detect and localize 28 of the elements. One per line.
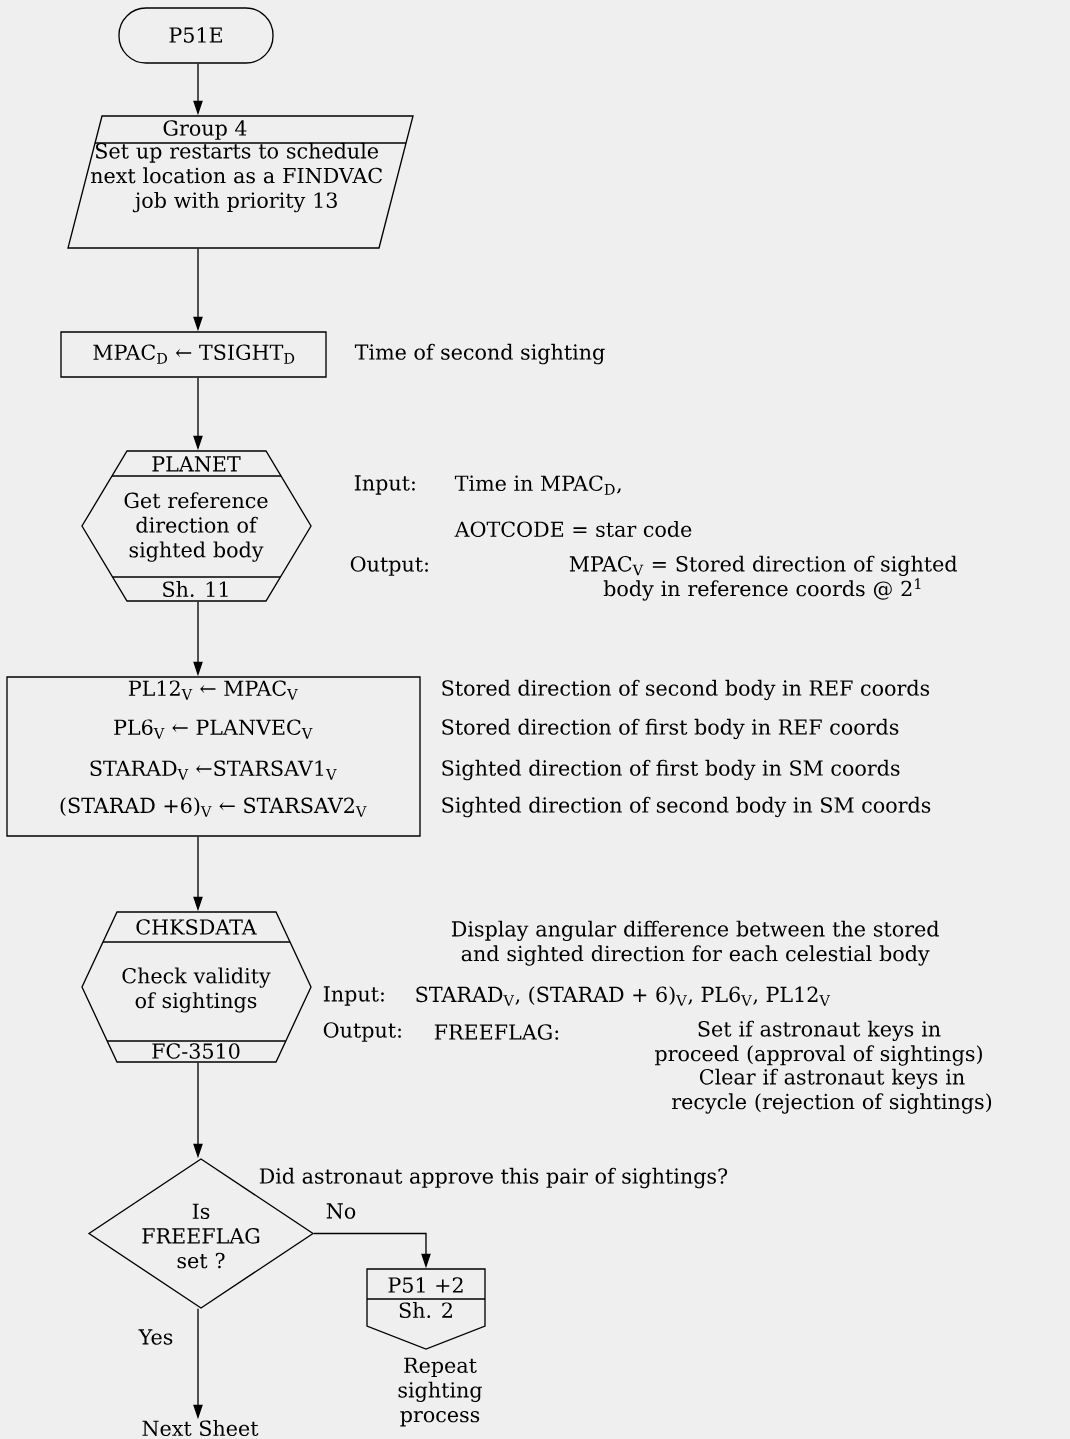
- annotation-text: Output:: [350, 556, 428, 576]
- io-parallelogram: Group 4 Set up restarts to schedule next location as a FINDVAC job with priority 13: [67, 115, 414, 249]
- annotation-text: Repeat sighting process: [398, 1357, 482, 1427]
- annotation-text: Output:: [323, 1022, 401, 1042]
- process-box: PL12$_{V}$ ← MPAC$_{V}$ PL6$_{V}$ ← PLANVEC$_{V}$ STARAD$_{V}$ ←STARSAV1$_{V}$ (STARAD +6)$_{V}$ ← STARSAV2$_{V}$: [6, 676, 421, 837]
- annotation-text: Input:: [323, 986, 384, 1006]
- annotation-text: MPAC$_{V}$ = Stored direction of sighted body in reference coords @ 2$^{1}$: [569, 555, 957, 601]
- annotation-text: Clear if astronaut keys in recycle (rejection of sightings): [672, 1068, 992, 1114]
- edge-label: No: [324, 1202, 358, 1220]
- edge-label: Yes: [137, 1328, 175, 1346]
- subroutine-hexagon: PLANET Get reference direction of sighted body Sh. 11: [81, 450, 312, 602]
- annotation-text: STARAD$_{V}$, (STARAD + 6)$_{V}$, PL6$_{V}$, PL12$_{V}$: [416, 986, 831, 1006]
- annotation-text: Sighted direction of first body in SM coords: [442, 759, 900, 781]
- annotation-text: AOTCODE = star code: [454, 521, 692, 537]
- annotation-text: Set if astronaut keys in proceed (approval of sightings): [654, 1020, 982, 1066]
- annotation-text: FREEFLAG:: [434, 1024, 559, 1040]
- annotation-text: Display angular difference between the stored and sighted direction for each celestial body: [451, 920, 939, 966]
- annotation-text: Stored direction of first body in REF coords: [442, 718, 899, 740]
- annotation-text: Sighted direction of second body in SM coords: [442, 796, 931, 818]
- subroutine-hexagon: CHKSDATA Check validity of sightings FC-3510: [81, 911, 312, 1063]
- annotation-text: Stored direction of second body in REF coords: [442, 679, 930, 701]
- offpage-connector: P51 +2 Sh. 2: [366, 1268, 486, 1350]
- annotation-text: Input:: [354, 475, 415, 495]
- annotation-text: Time of second sighting: [354, 343, 605, 365]
- annotation-text: Did astronaut approve this pair of sightings?: [259, 1167, 728, 1189]
- flow-end-text: Next Sheet: [142, 1420, 259, 1436]
- process-box: MPAC$_{D}$ ← TSIGHT$_{D}$: [60, 331, 327, 378]
- annotation-text: Time in MPAC$_{D}$,: [454, 475, 621, 495]
